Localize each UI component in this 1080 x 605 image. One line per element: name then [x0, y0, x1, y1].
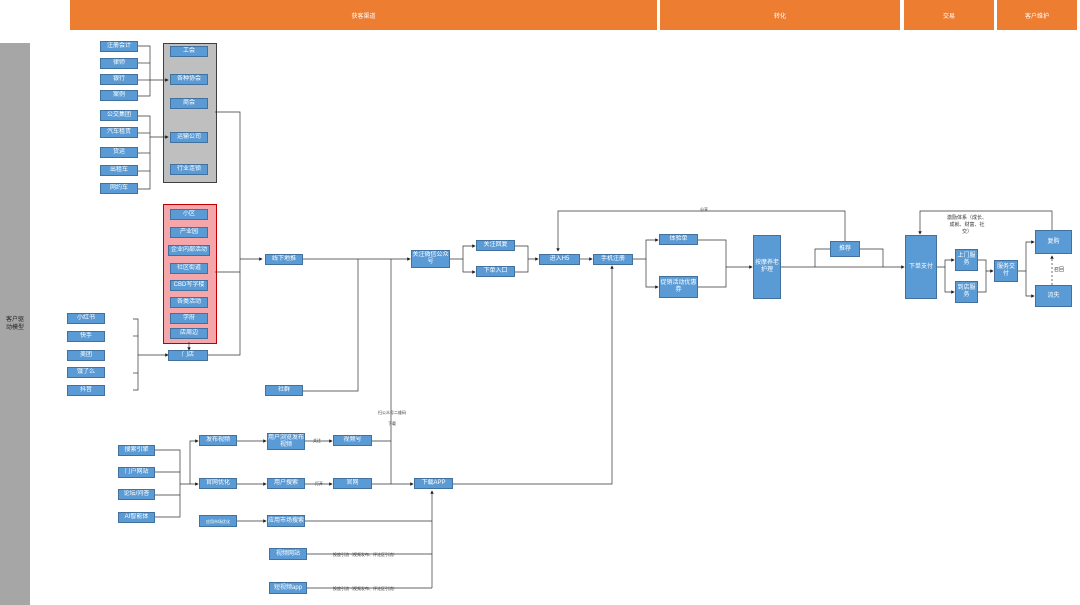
node-guanwangyh: 官网优化 — [199, 478, 237, 489]
node-huoyun: 货运 — [100, 147, 138, 158]
node-tuijian: 推荐 — [830, 241, 860, 257]
header-conversion: 转化 — [660, 0, 900, 30]
node-hangye: 行业连锁 — [170, 164, 208, 175]
node-shipinwang: 视频网站 — [269, 548, 307, 560]
label-placement2: 投放引流（视频发布、评论区引流） — [333, 586, 397, 591]
node-yingyongshichang: 应用市场优化 — [199, 515, 237, 527]
node-fugou: 复购 — [1035, 230, 1072, 254]
node-shanghui: 商会 — [170, 98, 208, 109]
node-gonghui: 工会 — [170, 46, 208, 57]
node-sousuo-user: 用户搜索 — [267, 478, 305, 489]
node-chanyeyuan: 产业园 — [170, 227, 208, 238]
node-mendian: 门店 — [168, 350, 208, 361]
node-meituan: 美团 — [67, 350, 105, 361]
node-guanwang: 官网 — [333, 478, 372, 489]
node-wangyueche: 网约车 — [100, 183, 138, 194]
group-institutions — [163, 43, 217, 183]
label-follow: 关注 — [313, 438, 321, 443]
node-xiehui: 各种协会 — [170, 74, 208, 85]
node-xuefu: 学府 — [170, 313, 208, 324]
node-zhifu: 下单支付 — [905, 235, 937, 299]
node-anmo: 按摩养老护理 — [753, 235, 781, 299]
node-shipinhao: 视频号 — [333, 435, 372, 446]
node-duanshipin: 短视频app — [269, 582, 307, 594]
node-yinhang: 银行 — [100, 74, 138, 85]
node-daodian: 到店服务 — [955, 281, 978, 303]
node-xiaohongshu: 小红书 — [67, 313, 105, 324]
node-sousuo: 搜索引擎 — [118, 445, 155, 456]
node-qiche: 汽车租赁 — [100, 127, 138, 138]
node-shichang: 应用市场搜索 — [267, 515, 305, 527]
label-placement1: 投放引流（视频发布、评论区引流） — [333, 552, 397, 557]
node-kuaishou: 快手 — [67, 331, 105, 342]
node-chuzuche: 出租车 — [100, 165, 138, 176]
node-shangmen: 上门服务 — [955, 249, 978, 271]
node-ai: AI智能体 — [118, 512, 155, 523]
node-tiyan: 体验单 — [659, 234, 698, 245]
node-qiye: 企业内部活动 — [168, 245, 210, 256]
node-baoxian: 案例 — [100, 90, 138, 101]
node-shequn: 社群 — [265, 385, 303, 396]
node-shequ: 社区街道 — [170, 263, 208, 274]
node-gongjiao: 公交集团 — [100, 110, 138, 121]
node-lvshi: 律师 — [100, 58, 138, 69]
node-cuxiao: 促销活动优惠券 — [659, 276, 698, 298]
node-douyin: 抖音 — [67, 385, 105, 396]
node-xiazai: 下载APP — [414, 478, 453, 489]
header-acquisition: 获客渠道 — [70, 0, 657, 30]
label-incentive: 激励体系（成长、成就、财富、社交） — [946, 215, 987, 235]
node-shouji: 手机注册 — [593, 254, 633, 265]
node-cbd: CBD写字楼 — [170, 280, 208, 291]
node-xiaoqu: 小区 — [170, 209, 208, 220]
node-eleme: 饿了么 — [67, 367, 105, 378]
node-fuwu: 服务交付 — [994, 260, 1018, 282]
node-gelei: 各类活动 — [170, 297, 208, 308]
node-menhu: 门户网站 — [118, 467, 155, 478]
node-liushi: 流失 — [1035, 285, 1072, 307]
node-liulan: 用户浏览发布视频 — [267, 433, 305, 450]
side-label: 客户驱动模型 — [0, 43, 30, 605]
label-open: 打开 — [315, 481, 323, 486]
header-maintenance: 客户维护 — [997, 0, 1077, 30]
node-huifu: 关注回复 — [476, 240, 515, 251]
node-gongzhonghao: 关注微信公众号 — [411, 250, 450, 268]
label-download: 下载 — [388, 421, 396, 426]
label-recall: 召回 — [1054, 267, 1065, 273]
header-transaction: 交易 — [904, 0, 994, 30]
node-fabu: 发布视频 — [199, 435, 237, 446]
node-jinru: 进入H5 — [539, 254, 580, 265]
label-share: 分享 — [700, 207, 708, 212]
node-luntan: 论坛/问答 — [118, 489, 155, 500]
node-dianzhoubian: 店周边 — [170, 328, 208, 339]
node-yunshu: 运输公司 — [170, 132, 208, 143]
label-scan: 扫公众号二维码 — [378, 410, 406, 415]
node-xiadan-entry: 下单入口 — [476, 266, 515, 277]
node-zhuce: 注册会计 — [100, 41, 138, 52]
node-xianxia: 线下地推 — [265, 254, 303, 265]
